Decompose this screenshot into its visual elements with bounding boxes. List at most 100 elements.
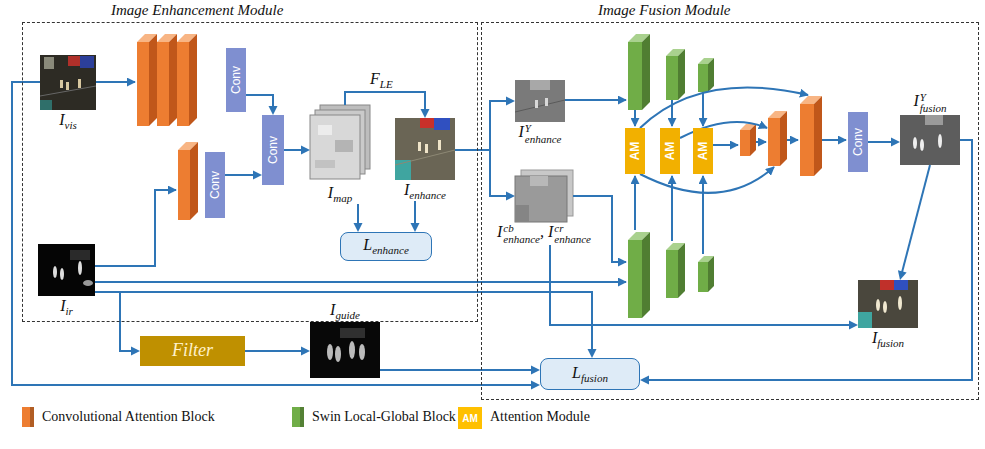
block-label: AM [628, 142, 642, 161]
swatch-shade [30, 407, 34, 427]
legend-swatch [22, 407, 34, 427]
connector [380, 366, 540, 375]
image-caption: IYfusion [913, 92, 946, 114]
arrowhead [531, 381, 540, 390]
legend-swatch: AM [458, 407, 482, 429]
symbol-text: I [497, 223, 502, 240]
connector [411, 201, 420, 232]
legend-text: Attention Module [490, 409, 590, 425]
block-box: Conv [848, 112, 868, 172]
thumbnail-detail [434, 118, 450, 130]
flow-arrow [702, 176, 704, 254]
connector-line [12, 82, 534, 385]
thumbnail-detail [68, 56, 80, 66]
symbol-text: I [519, 123, 524, 140]
image-node: Iir [38, 244, 95, 317]
flow-arrow [671, 176, 673, 241]
subscript: fusion [877, 337, 904, 349]
symbol-text: F [370, 70, 380, 87]
block-side [642, 232, 650, 318]
subscript: fusion [920, 103, 947, 114]
arrowhead [354, 223, 363, 232]
connector-line [455, 150, 509, 196]
subscript: map [333, 192, 352, 204]
block-side [189, 34, 197, 126]
script-stack: Yfusion [920, 92, 947, 114]
block-side [190, 142, 198, 220]
image-node: IYenhance [515, 80, 565, 145]
flow-arrow [634, 110, 636, 126]
thumbnail-detail [327, 344, 333, 360]
subscript: LE [380, 78, 393, 90]
thumbnail-detail [876, 299, 880, 311]
connector-line [902, 165, 930, 274]
symbol-text: I [404, 181, 409, 198]
connector-line [868, 141, 894, 143]
thumbnail-detail [53, 266, 57, 278]
block-front [698, 64, 708, 92]
loss-box: Lfusion [540, 358, 640, 390]
thumbnail-detail [880, 280, 894, 290]
connector-line [380, 369, 534, 371]
image-node: Icbenhance,Icrenhance [515, 170, 573, 245]
connector [246, 95, 278, 115]
swin-blocks [628, 34, 714, 318]
module-region: Image Fusion ModuleIYenhanceIcbenhance,I… [481, 22, 979, 400]
script-stack: Yenhance [525, 123, 562, 145]
connector [898, 165, 930, 280]
superscript: cb [503, 223, 540, 234]
connector-line [455, 101, 509, 150]
thumbnail-detail [420, 118, 434, 128]
thumbnail [310, 322, 380, 378]
arrowhead [131, 347, 140, 356]
block-label: Conv [851, 128, 865, 156]
arrowhead [421, 109, 430, 118]
connector-line [550, 245, 852, 325]
superscript: Y [920, 92, 947, 103]
arrowhead [411, 223, 420, 232]
arrowhead [253, 171, 262, 180]
conv-attention-blocks [137, 34, 822, 220]
connector [345, 92, 430, 118]
thumbnail-detail [78, 261, 82, 275]
connector-line [225, 174, 256, 176]
thumbnail-detail [920, 139, 924, 151]
block-side [780, 111, 787, 166]
subscript: ir [65, 305, 72, 317]
thumbnail-detail [418, 142, 421, 151]
thumbnail-detail [335, 346, 341, 362]
subscript: enhance [372, 244, 409, 256]
block-front [698, 262, 708, 292]
flow-arrow [95, 281, 626, 283]
superscript: Y [525, 123, 562, 134]
subscript: vis [65, 119, 77, 131]
block-box: AM [693, 128, 713, 174]
arrowhead [640, 376, 649, 385]
flow-arrow [634, 176, 636, 230]
swatch-label: AM [462, 413, 478, 424]
image-caption: Ifusion [872, 329, 904, 349]
block-label: Conv [229, 66, 243, 94]
thumbnail-detail [335, 140, 353, 152]
block-front [768, 118, 780, 166]
thumbnail [38, 244, 95, 296]
script-stack: cbenhance [503, 223, 540, 245]
symbol-text: Filter [172, 340, 213, 360]
flow-arrow [95, 190, 176, 266]
block-side [149, 34, 157, 126]
thumbnail-detail [535, 100, 538, 108]
connector [455, 150, 515, 201]
legend-text: Convolutional Attention Block [42, 409, 215, 425]
block-front [628, 240, 642, 318]
subscript: enhance [409, 189, 446, 201]
block-label: AM [696, 142, 710, 161]
symbol-text: L [363, 236, 372, 253]
arrowhead [849, 321, 858, 330]
block-front [800, 104, 814, 176]
arrowhead [898, 270, 907, 280]
module-region: Image Enhancement ModuleIvisConvConvConv… [22, 22, 478, 322]
block-side [814, 96, 822, 176]
thumbnail-detail [530, 176, 548, 186]
image-node: Ienhance [395, 118, 455, 201]
